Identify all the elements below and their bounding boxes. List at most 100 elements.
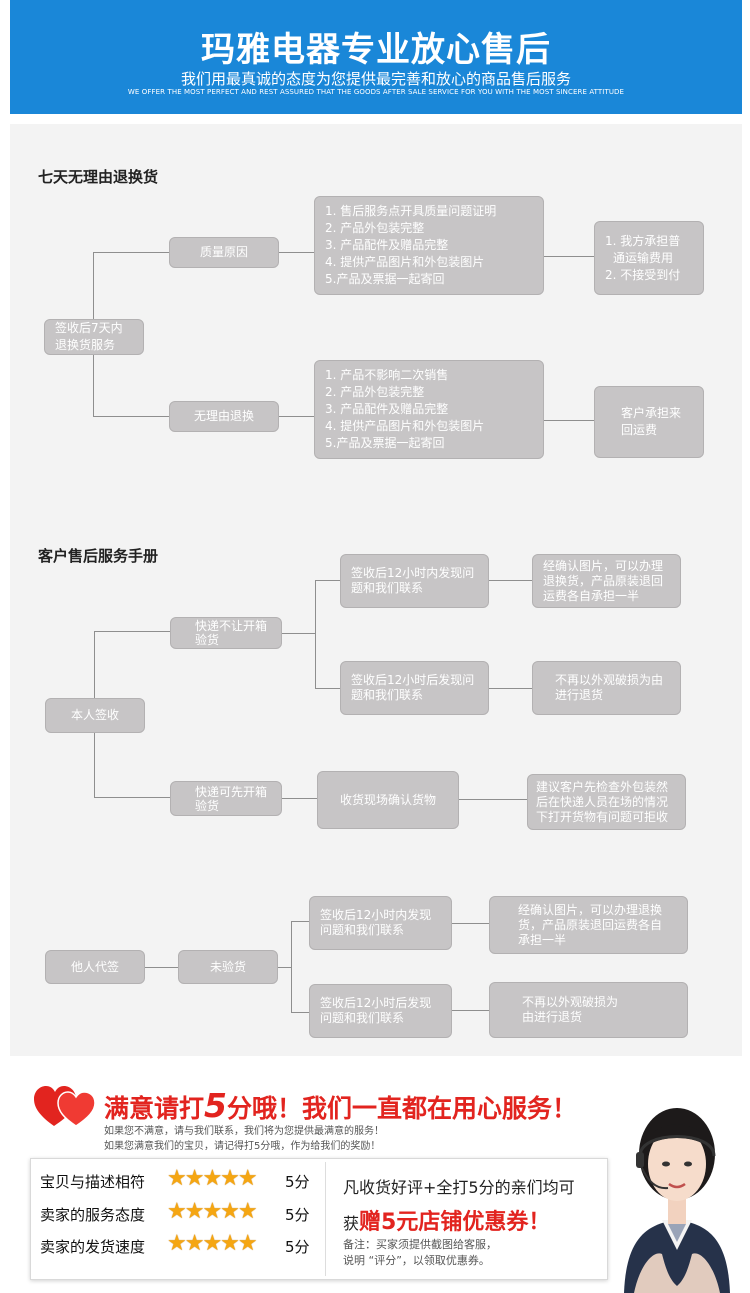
connector bbox=[93, 416, 169, 417]
connector bbox=[94, 797, 170, 798]
condition-item: 4. 提供产品图片和外包装图片 bbox=[325, 419, 485, 433]
result-line: 2. 不接受到付 bbox=[605, 267, 681, 282]
offer-line-2: 获赠5元店铺优惠券！ bbox=[343, 1204, 550, 1236]
connector bbox=[452, 923, 489, 924]
node-check-goods: 收货现场确认货物 bbox=[317, 771, 459, 829]
promo-headline: 满意请打5分哦！我们一直都在用心服务！ bbox=[104, 1086, 577, 1125]
section-title-manual: 客户售后服务手册 bbox=[38, 547, 159, 565]
node-label: 签收后12小时后发现问题和我们联系 bbox=[320, 996, 432, 1025]
connector bbox=[544, 256, 594, 257]
rating-score: 5分 bbox=[285, 1173, 310, 1191]
connector bbox=[291, 921, 309, 922]
offer-line-1: 凡收货好评+全打5分的亲们均可 bbox=[343, 1178, 575, 1197]
node-courier-no-open: 快递不让开箱验货 bbox=[170, 617, 282, 649]
service-rep-illustration bbox=[624, 1108, 730, 1293]
node-label: 经确认图片，可以办理退换货，产品原装退回运费各自承担一半 bbox=[518, 902, 663, 947]
rating-card bbox=[30, 1158, 608, 1280]
promo-note-1: 如果您不满意，请与我们联系，我们将为您提供最满意的服务！ bbox=[104, 1126, 384, 1137]
connector bbox=[489, 688, 532, 689]
node-label: 签收后12小时内发现问题和我们联系 bbox=[351, 566, 475, 595]
connector bbox=[489, 580, 532, 581]
promo-headline-score: 5 bbox=[204, 1086, 227, 1125]
header-banner: 玛雅电器专业放心售后 我们用最真诚的态度为您提供最完善和放心的商品售后服务 WE… bbox=[10, 0, 742, 114]
connector bbox=[459, 799, 527, 800]
rating-label: 卖家的服务态度 bbox=[40, 1206, 146, 1224]
node-label: 签收后12小时内发现问题和我们联系 bbox=[320, 908, 432, 937]
node-label: 经确认图片，可以办理退换货，产品原装退回运费各自承担一半 bbox=[543, 558, 664, 603]
star-icon: ★★★★★ bbox=[167, 1231, 258, 1256]
rating-score: 5分 bbox=[285, 1238, 310, 1256]
rating-label: 卖家的发货速度 bbox=[40, 1238, 146, 1256]
node-after12: 签收后12小时后发现问题和我们联系 bbox=[340, 661, 489, 715]
connector bbox=[544, 420, 594, 421]
condition-item: 1. 售后服务点开具质量问题证明 bbox=[325, 204, 497, 218]
promo-headline-a: 满意请打 bbox=[104, 1094, 205, 1123]
connector bbox=[279, 252, 314, 253]
rating-score: 5分 bbox=[285, 1206, 310, 1224]
node-label: 不再以外观破损为由进行退货 bbox=[522, 995, 619, 1024]
result-line: 通运输费用 bbox=[613, 250, 674, 265]
node-proxy-within12: 签收后12小时内发现问题和我们联系 bbox=[309, 896, 452, 950]
node-within12: 签收后12小时内发现问题和我们联系 bbox=[340, 554, 489, 608]
condition-item: 2. 产品外包装完整 bbox=[325, 221, 425, 235]
condition-item: 1. 产品不影响二次销售 bbox=[325, 368, 449, 382]
node-self-sign: 本人签收 bbox=[45, 698, 145, 733]
node-label: 不再以外观破损为由进行退货 bbox=[555, 673, 664, 702]
result-line: 1. 我方承担普 bbox=[605, 233, 681, 248]
node-proxy-within12-result: 经确认图片，可以办理退换货，产品原装退回运费各自承担一半 bbox=[489, 896, 688, 954]
connector bbox=[315, 580, 316, 688]
connector bbox=[291, 921, 292, 1012]
node-noreason-conditions: 1. 产品不影响二次销售 2. 产品外包装完整 3. 产品配件及赠品完整 4. … bbox=[314, 360, 544, 459]
condition-item: 5.产品及票据一起寄回 bbox=[325, 272, 445, 286]
connector bbox=[315, 580, 340, 581]
node-check-result: 建议客户先检查外包装然后在快递人员在场的情况下打开货物有问题可拒收 bbox=[527, 774, 686, 830]
node-quality-result: 1. 我方承担普 通运输费用 2. 不接受到付 bbox=[594, 221, 704, 295]
connector bbox=[282, 633, 315, 634]
remark-line-1: 备注：买家须提供截图给客服， bbox=[343, 1238, 497, 1251]
node-noreason-result: 客户承担来回运费 bbox=[594, 386, 704, 458]
node-label: 他人代签 bbox=[70, 959, 119, 974]
condition-item: 5.产品及票据一起寄回 bbox=[325, 436, 445, 450]
node-label: 客户承担来回运费 bbox=[621, 406, 682, 437]
condition-item: 4. 提供产品图片和外包装图片 bbox=[325, 255, 485, 269]
node-quality-reason: 质量原因 bbox=[169, 237, 279, 268]
rating-label: 宝贝与描述相符 bbox=[40, 1173, 146, 1191]
star-icon: ★★★★★ bbox=[167, 1199, 258, 1224]
headset-icon bbox=[676, 1122, 677, 1123]
connector bbox=[145, 967, 178, 968]
node-proxy-sign: 他人代签 bbox=[45, 950, 145, 984]
node-proxy-after12: 签收后12小时后发现问题和我们联系 bbox=[309, 984, 452, 1038]
page-title: 玛雅电器专业放心售后 bbox=[201, 30, 551, 70]
node-label: 签收后12小时后发现问题和我们联系 bbox=[351, 673, 475, 702]
node-label: 质量原因 bbox=[199, 245, 248, 259]
connector bbox=[93, 252, 169, 253]
connector bbox=[94, 631, 170, 632]
node-label: 未验货 bbox=[209, 959, 246, 974]
connector bbox=[279, 416, 314, 417]
node-label: 收货现场确认货物 bbox=[339, 792, 436, 807]
node-label: 快递可先开箱验货 bbox=[195, 784, 268, 813]
condition-item: 3. 产品配件及赠品完整 bbox=[325, 402, 449, 416]
offer-prefix: 获 bbox=[343, 1214, 360, 1233]
connector bbox=[278, 967, 291, 968]
node-quality-conditions: 1. 售后服务点开具质量问题证明 2. 产品外包装完整 3. 产品配件及赠品完整… bbox=[314, 196, 544, 295]
node-courier-open: 快递可先开箱验货 bbox=[170, 781, 282, 816]
condition-item: 2. 产品外包装完整 bbox=[325, 385, 425, 399]
node-unchecked: 未验货 bbox=[178, 950, 278, 984]
card-divider bbox=[325, 1162, 326, 1276]
heart-icon bbox=[34, 1086, 96, 1127]
connector bbox=[315, 688, 340, 689]
promo-headline-c: 分哦！我们一直都在用心服务！ bbox=[226, 1094, 577, 1123]
node-label: 快递不让开箱验货 bbox=[195, 619, 268, 647]
node-label: 签收后7天内退换货服务 bbox=[55, 321, 123, 352]
node-label: 建议客户先检查外包装然后在快递人员在场的情况下打开货物有问题可拒收 bbox=[536, 779, 669, 824]
node-no-reason: 无理由退换 bbox=[169, 401, 279, 432]
node-within12-result: 经确认图片，可以办理退换货，产品原装退回运费各自承担一半 bbox=[532, 554, 681, 608]
connector bbox=[291, 1012, 309, 1013]
node-after12-result: 不再以外观破损为由进行退货 bbox=[532, 661, 681, 715]
node-root-7day: 签收后7天内退换货服务 bbox=[44, 319, 144, 355]
node-label: 本人签收 bbox=[70, 708, 119, 722]
remark-line-2: 说明 “评分”，以领取优惠券。 bbox=[343, 1254, 490, 1267]
coupon-text: 赠5元店铺优惠券！ bbox=[359, 1210, 551, 1235]
page-subtitle-en: WE OFFER THE MOST PERFECT AND REST ASSUR… bbox=[127, 88, 625, 96]
